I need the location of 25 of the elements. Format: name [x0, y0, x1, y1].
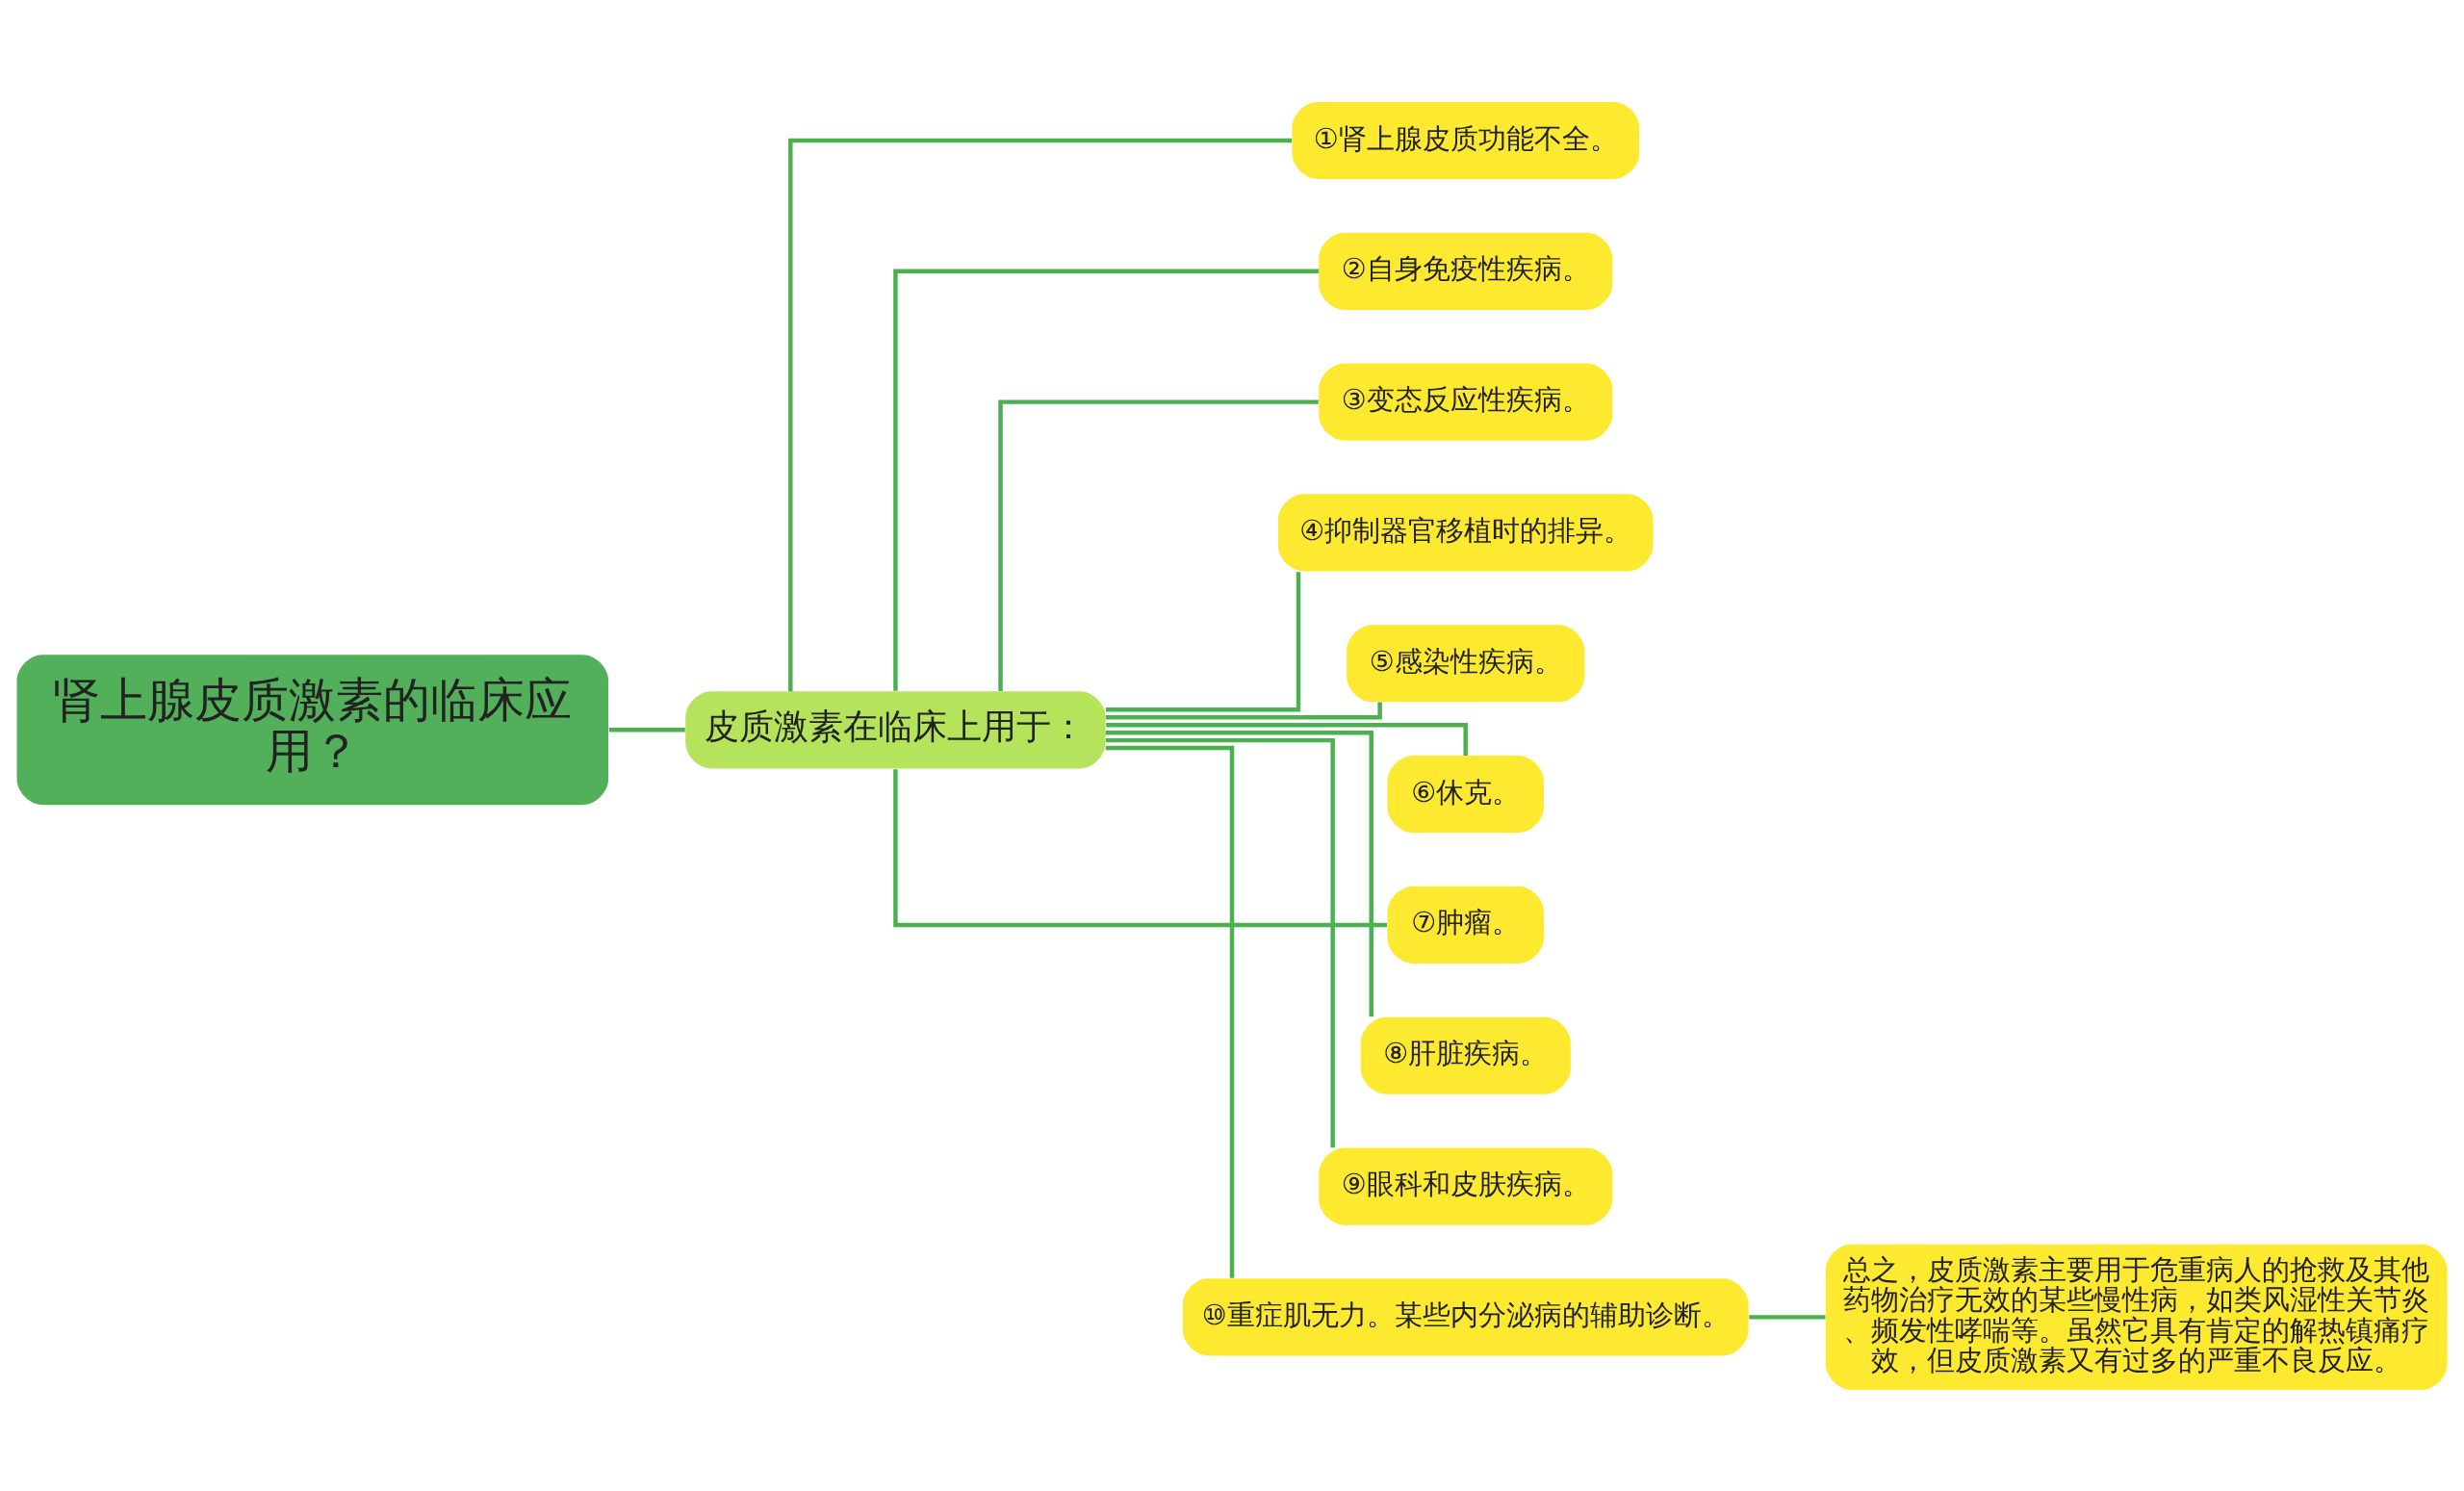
connector [1105, 745, 1235, 1278]
node-box: ⑧肝脏疾病。 [1360, 1016, 1571, 1094]
node-box: ④抑制器官移植时的排异。 [1277, 493, 1654, 572]
node-box: 皮质激素在临床上用于： [685, 690, 1106, 768]
node-box: ②自身免疫性疾病。 [1319, 232, 1613, 310]
connector [788, 138, 1293, 691]
connector [608, 727, 685, 733]
node-box: ⑤感染性疾病。 [1347, 624, 1585, 702]
connector [1105, 737, 1335, 1147]
connector [1105, 571, 1301, 712]
node-box: ⑩重症肌无力。某些内分泌病的辅助诊断。 [1182, 1277, 1749, 1355]
node-box: ⑦肿瘤。 [1387, 886, 1544, 964]
connector [893, 269, 1320, 691]
node-box: ⑨眼科和皮肤疾病。 [1319, 1147, 1613, 1225]
node-box: 总之，皮质激素主要用于危重病人的抢救及其他药物治疗无效的某些慢性病，如类风湿性关节炎、频发性哮喘等。虽然它具有肯定的解热镇痛疗效，但皮质激素又有过多的严重不良反应。 [1825, 1244, 2448, 1390]
connector [998, 398, 1319, 691]
connector [893, 768, 1387, 927]
connector [1105, 730, 1373, 1016]
node-box: ⑥休克。 [1387, 755, 1544, 833]
connector [1105, 701, 1382, 719]
connector [1749, 1314, 1826, 1320]
node-box: 肾上腺皮质激素的临床应用？ [16, 654, 609, 805]
node-box: ③变态反应性疾病。 [1319, 363, 1613, 441]
connector [1106, 722, 1468, 756]
node-box: ①肾上腺皮质功能不全。 [1292, 101, 1640, 179]
